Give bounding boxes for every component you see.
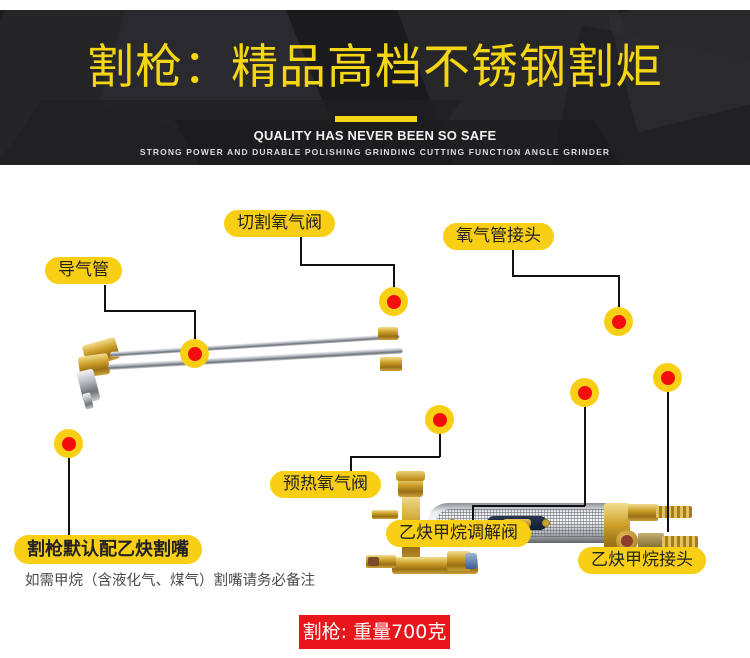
oxygen-hose-nut xyxy=(628,504,658,521)
leader-regulator-valve-seg1 xyxy=(472,505,474,530)
banner-tagline: STRONG POWER AND DURABLE POLISHING GRIND… xyxy=(139,147,611,157)
label-gas-guide-tube[interactable]: 导气管 xyxy=(45,257,122,284)
leader-cutting-oxygen-seg3 xyxy=(393,264,395,299)
label-acetylene-methane-connector[interactable]: 乙炔甲烷接头 xyxy=(578,547,706,574)
leader-gas-guide-tube-seg2 xyxy=(104,310,196,312)
leader-oxygen-connector-seg3 xyxy=(618,275,620,313)
leader-default-nozzle xyxy=(68,446,70,536)
label-default-acetylene-nozzle[interactable]: 割枪默认配乙炔割嘴 xyxy=(14,535,202,564)
label-preheat-oxygen-valve[interactable]: 预热氧气阀 xyxy=(270,471,381,498)
leader-preheat-oxygen-seg1 xyxy=(350,456,352,481)
label-oxygen-hose-connector[interactable]: 氧气管接头 xyxy=(443,223,554,250)
product-annotation-diagram: 导气管 切割氧气阀 氧气管接头 预热氧气阀 乙炔甲烷调解阀 乙炔甲烷接头 割枪默… xyxy=(0,165,750,658)
torch-upper-tube-nut xyxy=(378,327,398,340)
nozzle-order-note: 如需甲烷（含液化气、煤气）割嘴请务必备注 xyxy=(25,573,315,589)
banner-subtitle: QUALITY HAS NEVER BEEN SO SAFE xyxy=(253,128,497,143)
torch-manifold-seal xyxy=(368,557,379,566)
marker-acetylene-methane-regulator-valve[interactable] xyxy=(570,378,599,407)
weight-badge: 割枪: 重量700克 xyxy=(299,615,450,649)
page-title: 割枪：精品高档不锈钢割炬 xyxy=(87,40,663,95)
leader-regulator-valve-seg3 xyxy=(584,405,586,506)
leader-cutting-oxygen-seg2 xyxy=(300,264,394,266)
leader-regulator-valve-seg2 xyxy=(472,505,585,507)
leader-gas-guide-tube-seg3 xyxy=(194,310,196,350)
torch-manifold-left-nipple-upper xyxy=(372,510,398,519)
marker-cutting-oxygen-valve[interactable] xyxy=(379,287,408,316)
leader-preheat-oxygen-seg3 xyxy=(439,431,441,457)
torch-handle-screw-right xyxy=(542,519,550,527)
cutting-oxygen-valve-knob xyxy=(398,478,423,497)
acetylene-methane-barb xyxy=(662,536,698,548)
leader-acetylene-connector xyxy=(667,392,669,532)
marker-oxygen-hose-connector[interactable] xyxy=(604,307,633,336)
marker-gas-guide-tube[interactable] xyxy=(180,339,209,368)
acetylene-methane-regulator-knob xyxy=(621,535,633,547)
oxygen-hose-barb xyxy=(656,506,692,518)
label-cutting-oxygen-valve[interactable]: 切割氧气阀 xyxy=(224,210,335,237)
leader-preheat-oxygen-seg2 xyxy=(350,456,440,458)
torch-lower-tube-nut xyxy=(380,357,402,371)
title-underline-rule xyxy=(335,116,417,122)
leader-oxygen-connector-seg1 xyxy=(512,250,514,276)
header-banner: 割枪：精品高档不锈钢割炬 QUALITY HAS NEVER BEEN SO S… xyxy=(0,10,750,165)
marker-preheat-oxygen-valve[interactable] xyxy=(425,405,454,434)
preheat-oxygen-valve-cap xyxy=(465,553,477,569)
label-acetylene-methane-regulator-valve[interactable]: 乙炔甲烷调解阀 xyxy=(386,520,531,547)
leader-oxygen-connector-seg2 xyxy=(512,275,619,277)
marker-default-acetylene-nozzle[interactable] xyxy=(54,429,83,458)
leader-gas-guide-tube-seg1 xyxy=(104,285,106,311)
marker-acetylene-methane-connector[interactable] xyxy=(653,363,682,392)
cutting-oxygen-valve-cap xyxy=(396,471,425,481)
leader-cutting-oxygen-seg1 xyxy=(300,237,302,265)
